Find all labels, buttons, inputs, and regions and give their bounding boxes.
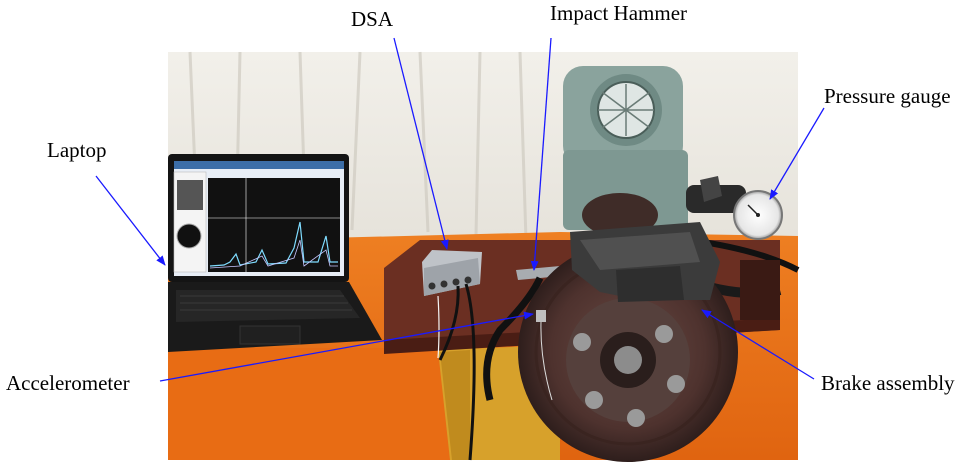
label-pressure-gauge: Pressure gauge: [824, 84, 951, 108]
dsa-arrow: [393, 37, 449, 250]
laptop-arrow: [95, 175, 166, 266]
accelerometer-arrow: [159, 311, 534, 382]
motor: [563, 66, 688, 237]
label-brake-assembly: Brake assembly: [821, 371, 955, 395]
label-impact-hammer: Impact Hammer: [550, 1, 688, 25]
laptop: [168, 154, 382, 352]
label-laptop: Laptop: [47, 138, 107, 162]
impact-hammer-arrow: [530, 37, 552, 271]
dsa-unit: [422, 250, 482, 461]
label-dsa: DSA: [351, 7, 394, 31]
brake-assembly: [518, 222, 738, 462]
pressure-gauge: [678, 176, 800, 320]
label-accelerometer: Accelerometer: [6, 371, 130, 395]
pressure-gauge-arrow: [769, 107, 825, 200]
brake-assembly-arrow: [701, 309, 815, 380]
